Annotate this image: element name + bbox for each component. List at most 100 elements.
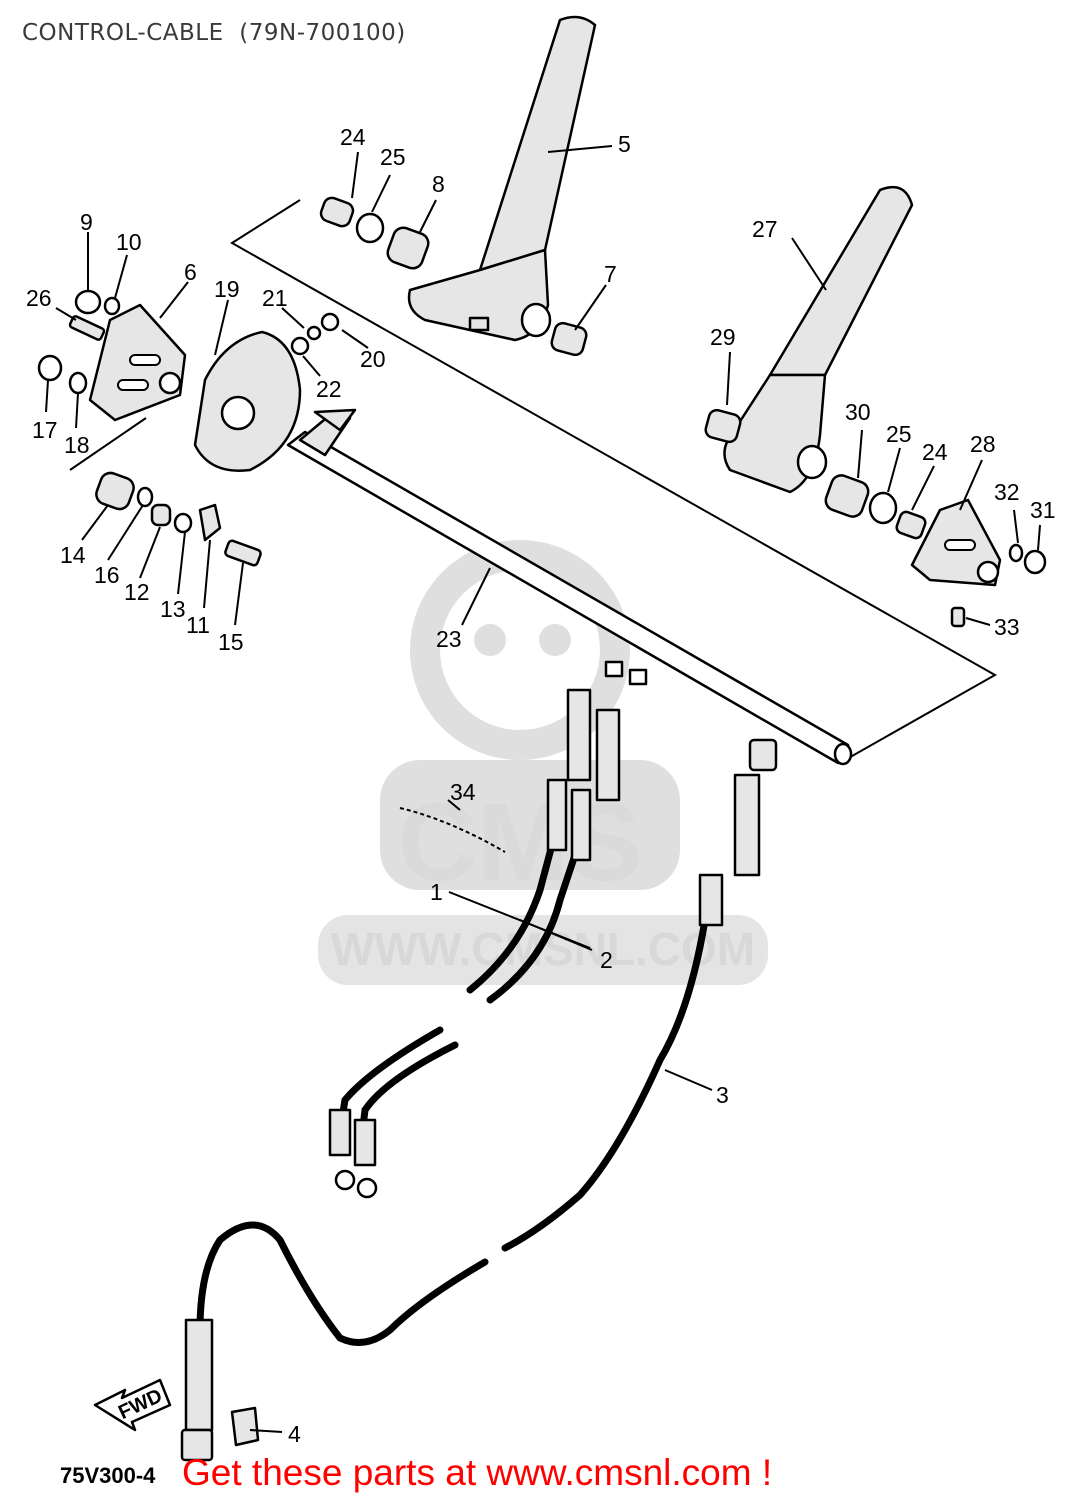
part-25b-washer <box>868 491 898 525</box>
watermark-face <box>440 570 600 730</box>
callout-labels: 5 7 8 24 25 27 29 30 25 24 28 32 31 33 6… <box>26 124 1056 1447</box>
part-12-collar <box>150 503 172 527</box>
cable-3-boot <box>733 773 761 877</box>
leader-17 <box>45 379 49 413</box>
callout-7: 7 <box>604 261 617 287</box>
left-lower-parts <box>95 471 262 567</box>
leader-22 <box>302 355 321 377</box>
shaft-lever-tip <box>313 408 357 432</box>
callout-21: 21 <box>262 285 288 311</box>
leader-14 <box>81 504 109 541</box>
leader-33 <box>965 617 991 626</box>
callout-1: 1 <box>430 879 443 905</box>
part-13-spring <box>173 512 193 534</box>
callout-9: 9 <box>80 209 93 235</box>
cable-2-upper <box>486 851 579 1004</box>
callout-25b: 25 <box>886 421 912 447</box>
leader-4 <box>249 1429 283 1433</box>
part-9-nut <box>74 289 102 315</box>
callout-31: 31 <box>1030 497 1056 523</box>
cable-3-lower <box>196 1221 489 1346</box>
part-24b-collar <box>895 510 927 540</box>
small-parts-top <box>290 196 927 540</box>
callout-11: 11 <box>186 612 210 638</box>
bracket-slot-1 <box>129 354 161 366</box>
callout-28: 28 <box>970 431 996 457</box>
part-30-bushing <box>824 474 870 518</box>
lever-5-boss <box>520 302 552 338</box>
part-18-washer <box>68 371 88 395</box>
cable-1-bottom-fitting <box>328 1108 352 1157</box>
shaft-end <box>833 742 853 766</box>
document-code: 75V300-4 <box>60 1463 156 1488</box>
leader-11 <box>203 539 211 609</box>
callout-23: 23 <box>436 626 462 652</box>
cable-2-boot <box>595 708 621 802</box>
cable-1-end <box>604 660 624 678</box>
watermark-url-banner <box>318 915 768 985</box>
leader-24 <box>351 151 359 199</box>
callout-13: 13 <box>160 596 186 622</box>
leader-20 <box>341 329 369 349</box>
callout-6: 6 <box>184 259 197 285</box>
leader-12 <box>139 526 161 579</box>
cable-2-adjuster <box>570 788 592 862</box>
leader-18 <box>75 392 79 429</box>
leader-6 <box>159 281 189 319</box>
fwd-arrow: FWD <box>93 1378 172 1432</box>
callout-5: 5 <box>618 131 631 157</box>
leader-25 <box>371 174 391 213</box>
cable-2-lower <box>358 1041 459 1139</box>
leader-24b <box>911 465 935 511</box>
part-10-washer <box>103 296 121 316</box>
leader-30 <box>857 429 863 479</box>
cable-1-upper <box>466 841 556 994</box>
leader-19 <box>214 299 229 356</box>
watermark-eye-right <box>539 624 571 656</box>
part-4-clip <box>230 1406 260 1447</box>
leader-5 <box>547 145 613 153</box>
watermark-logo: CMS <box>398 781 642 904</box>
callout-30: 30 <box>845 399 871 425</box>
part-21-washer <box>306 325 322 341</box>
lever-5-handle <box>478 15 597 272</box>
callout-16: 16 <box>94 562 120 588</box>
cable-2-eyelet <box>356 1177 378 1199</box>
callout-27: 27 <box>752 216 778 242</box>
part-20-nut <box>320 312 340 332</box>
get-parts-link[interactable]: Get these parts at www.cmsnl.com ! <box>182 1452 773 1493</box>
control-shaft <box>286 408 853 766</box>
callout-24b: 24 <box>922 439 948 465</box>
part-22-washer <box>290 336 310 356</box>
cable-3-adjuster <box>698 873 724 927</box>
leader-13 <box>177 531 186 595</box>
fwd-arrow-shape <box>93 1378 172 1432</box>
part-15-bolt <box>224 539 262 567</box>
callout-14: 14 <box>60 542 86 568</box>
part-8-bushing <box>386 226 430 270</box>
callout-29: 29 <box>710 324 736 350</box>
part-34-band <box>399 807 506 853</box>
cable-2-end <box>628 668 648 686</box>
callout-8: 8 <box>432 171 445 197</box>
leader-8 <box>419 199 437 233</box>
leader-26 <box>55 307 77 321</box>
part-33-pin <box>950 606 966 628</box>
assembly-outline <box>69 199 998 761</box>
cable-3 <box>180 738 778 1462</box>
leader-15 <box>234 562 244 626</box>
leader-2 <box>519 919 593 951</box>
leader-16 <box>107 504 144 561</box>
callout-20: 20 <box>360 346 386 372</box>
callout-32: 32 <box>994 479 1020 505</box>
callout-26: 26 <box>26 285 52 311</box>
cable-1-adjuster <box>546 778 568 852</box>
leader-3 <box>664 1069 713 1091</box>
part-17-nut <box>37 354 63 382</box>
callout-25: 25 <box>380 144 406 170</box>
diagram-title: CONTROL-CABLE (79N-700100) <box>22 20 406 46</box>
callout-2: 2 <box>600 947 613 973</box>
leader-28 <box>959 459 983 511</box>
